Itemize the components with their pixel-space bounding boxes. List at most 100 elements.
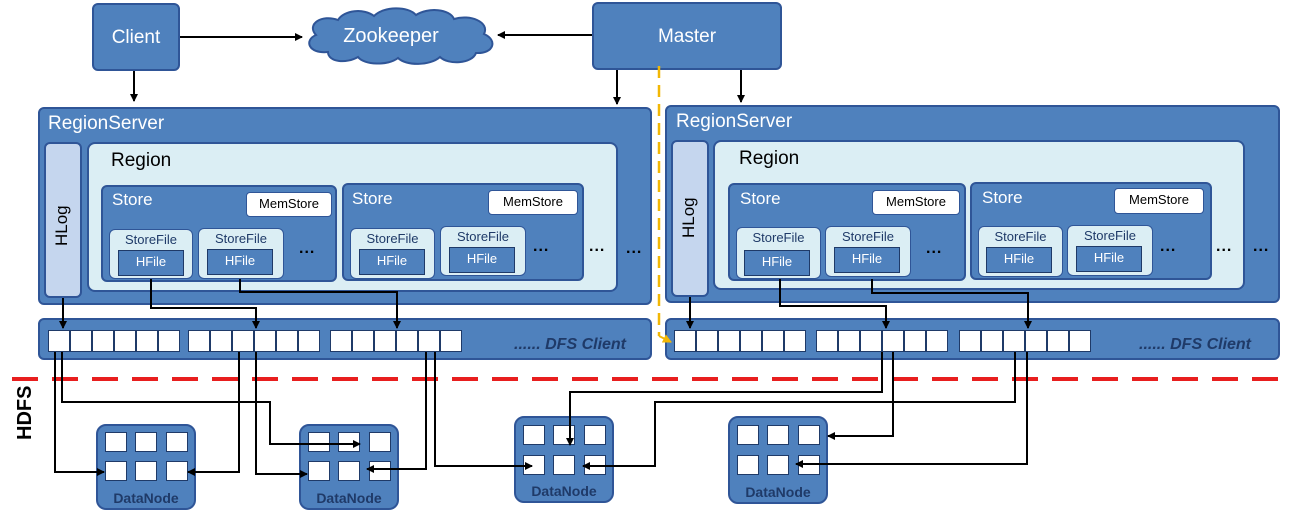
block-cell bbox=[882, 330, 904, 352]
store-1-2-label: Store bbox=[352, 189, 393, 208]
block-cell bbox=[904, 330, 926, 352]
block-cell bbox=[762, 330, 784, 352]
client-box: Client bbox=[92, 3, 180, 71]
datanode-cell bbox=[338, 461, 360, 481]
region-1-label: Region bbox=[111, 150, 172, 171]
storefile-1-1-1-label: StoreFile bbox=[124, 232, 178, 247]
hfile-2-1-1: HFile bbox=[744, 250, 810, 276]
block-cell bbox=[232, 330, 254, 352]
hfile-1-2-1: HFile bbox=[359, 249, 425, 275]
storefile-2-2-1-label: StoreFile bbox=[994, 229, 1047, 244]
datanode-cell bbox=[584, 455, 606, 475]
block-cell bbox=[330, 330, 352, 352]
datanode-cell bbox=[308, 461, 330, 481]
hdfs-label: HDFS bbox=[14, 385, 36, 440]
block-cell bbox=[838, 330, 860, 352]
block-cell bbox=[696, 330, 718, 352]
client-label: Client bbox=[111, 27, 161, 48]
storefile-2-1-2-label: StoreFile bbox=[841, 229, 895, 244]
block-cell bbox=[926, 330, 948, 352]
hfile-2-1-2: HFile bbox=[834, 247, 900, 273]
storefile-1-2-2: StoreFile HFile bbox=[440, 226, 526, 276]
block-cell bbox=[352, 330, 374, 352]
block-cell bbox=[740, 330, 762, 352]
block-cell bbox=[298, 330, 320, 352]
datanode-cell bbox=[553, 455, 575, 475]
block-cell bbox=[1047, 330, 1069, 352]
storefile-1-1-1: StoreFile HFile bbox=[109, 229, 193, 279]
hfile-2-2-1: HFile bbox=[986, 247, 1052, 273]
storefile-2-1-1-label: StoreFile bbox=[752, 230, 805, 245]
wire-dfs2-dn4-b bbox=[795, 352, 1028, 468]
storefile-2-1-2: StoreFile HFile bbox=[825, 226, 911, 277]
block-cell bbox=[418, 330, 440, 352]
regionserver-2-ellipsis: ... bbox=[1253, 238, 1270, 255]
datanode-cell bbox=[338, 432, 360, 452]
datanode-cell bbox=[767, 425, 789, 445]
block-group-1-1 bbox=[48, 330, 180, 352]
storefile-2-2-2-label: StoreFile bbox=[1083, 228, 1137, 243]
block-cell bbox=[276, 330, 298, 352]
block-group-2-3 bbox=[959, 330, 1091, 352]
block-group-1-2 bbox=[188, 330, 320, 352]
regionserver-1-title: RegionServer bbox=[48, 113, 165, 134]
datanode-cell bbox=[553, 425, 575, 445]
block-cell bbox=[784, 330, 806, 352]
zookeeper-cloud: Zookeeper bbox=[308, 7, 494, 65]
block-cell bbox=[1069, 330, 1091, 352]
datanode-cell bbox=[105, 461, 127, 481]
datanode-cell bbox=[523, 425, 545, 445]
block-cell bbox=[674, 330, 696, 352]
regionserver-1-ellipsis: ... bbox=[626, 240, 643, 257]
datanode-3: DataNode bbox=[514, 416, 614, 503]
hfile-1-2-2: HFile bbox=[449, 247, 515, 273]
datanode-cell bbox=[308, 432, 330, 452]
block-cell bbox=[440, 330, 462, 352]
memstore-1-2: MemStore bbox=[488, 190, 578, 215]
block-cell bbox=[136, 330, 158, 352]
zookeeper-label: Zookeeper bbox=[343, 25, 439, 47]
memstore-2-1: MemStore bbox=[872, 190, 960, 215]
memstore-2-2: MemStore bbox=[1114, 188, 1204, 214]
wire-dfs2-dn4-a bbox=[827, 352, 894, 440]
hlog-1-label: HLog bbox=[52, 205, 71, 246]
master-box: Master bbox=[592, 2, 782, 70]
block-group-2-2 bbox=[816, 330, 948, 352]
storefile-2-1-1: StoreFile HFile bbox=[736, 227, 821, 279]
datanode-cell bbox=[798, 425, 820, 445]
datanode-2: DataNode bbox=[299, 424, 399, 510]
block-group-1-3 bbox=[330, 330, 462, 352]
block-cell bbox=[1003, 330, 1025, 352]
datanode-cell bbox=[166, 432, 188, 452]
block-cell bbox=[374, 330, 396, 352]
storefile-2-2-2: StoreFile HFile bbox=[1067, 225, 1153, 276]
store-1-1-label: Store bbox=[112, 190, 153, 209]
dfs-client-1-label: ...... DFS Client bbox=[514, 336, 627, 353]
datanode-cell bbox=[737, 425, 759, 445]
datanode-3-label: DataNode bbox=[531, 483, 597, 499]
region-2-label: Region bbox=[739, 148, 800, 169]
datanode-cell bbox=[166, 461, 188, 481]
memstore-1-1: MemStore bbox=[246, 192, 332, 217]
store-2-1-label: Store bbox=[740, 189, 781, 208]
datanode-cell bbox=[135, 432, 157, 452]
datanode-cell bbox=[523, 455, 545, 475]
storefile-1-1-2-label: StoreFile bbox=[214, 231, 268, 246]
block-cell bbox=[396, 330, 418, 352]
datanode-cell bbox=[767, 455, 789, 475]
store-1-2-ellipsis: ... bbox=[533, 238, 550, 255]
hlog-2: HLog bbox=[671, 140, 709, 297]
block-cell bbox=[254, 330, 276, 352]
datanode-cell bbox=[369, 461, 391, 481]
block-cell bbox=[860, 330, 882, 352]
store-1-1-ellipsis: ... bbox=[299, 240, 316, 257]
block-cell bbox=[48, 330, 70, 352]
storefile-2-2-1: StoreFile HFile bbox=[978, 226, 1063, 277]
datanode-cell bbox=[798, 455, 820, 475]
datanode-cell bbox=[105, 432, 127, 452]
regionserver-2-title: RegionServer bbox=[676, 111, 793, 132]
datanode-4: DataNode bbox=[728, 416, 828, 504]
store-2-1-ellipsis: ... bbox=[926, 240, 943, 257]
datanode-4-label: DataNode bbox=[745, 484, 811, 500]
